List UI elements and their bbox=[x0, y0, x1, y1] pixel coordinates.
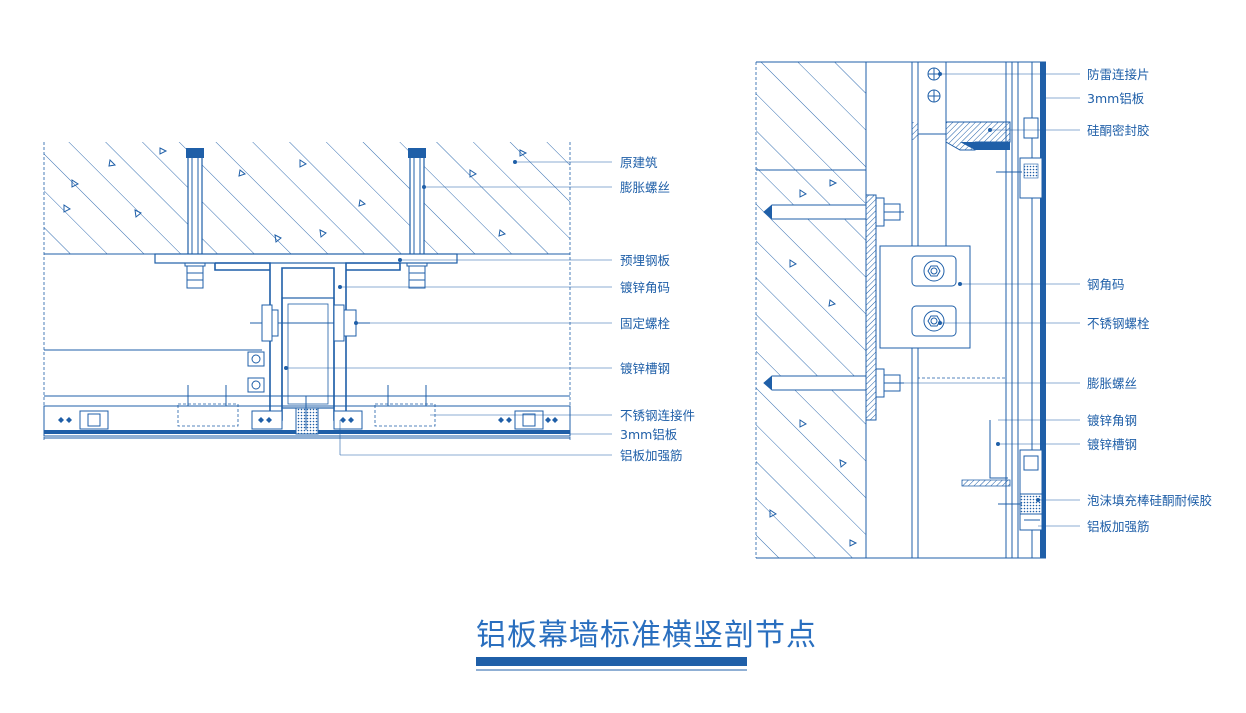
label-galvanized-channel-right: 镀锌槽钢 bbox=[1087, 437, 1137, 452]
label-panel-stiffener: 铝板加强筋 bbox=[620, 448, 683, 463]
label-foam-rod-sealant: 泡沫填充棒硅酮耐候胶 bbox=[1087, 493, 1212, 508]
label-expansion-bolt-right: 膨胀螺丝 bbox=[1087, 376, 1137, 391]
label-aluminum-panel-right: 3mm铝板 bbox=[1087, 91, 1145, 106]
horizontal-section-detail: 原建筑 膨胀螺丝 预埋钢板 镀锌角码 固定螺栓 镀锌槽钢 不锈钢连接件 3mm铝… bbox=[43, 142, 695, 463]
lower-panel-joint bbox=[961, 420, 1043, 531]
label-panel-stiffener-right: 铝板加强筋 bbox=[1087, 519, 1150, 534]
label-galvanized-angle-right: 镀锌角钢 bbox=[1087, 413, 1137, 428]
aluminum-panel-vertical bbox=[1040, 62, 1046, 558]
expansion-bolt-upper bbox=[763, 197, 904, 227]
label-aluminum-panel: 3mm铝板 bbox=[620, 427, 678, 442]
label-silicone-sealant: 硅酮密封胶 bbox=[1087, 123, 1150, 138]
lower-concrete bbox=[756, 170, 866, 558]
right-leader-lines bbox=[900, 73, 1080, 527]
wall-mounting-plate bbox=[865, 194, 877, 421]
title-underline-bar bbox=[476, 657, 747, 666]
expansion-bolt-lower bbox=[763, 368, 904, 398]
label-galvanized-channel: 镀锌槽钢 bbox=[620, 361, 670, 376]
vertical-section-detail: 防雷连接片 3mm铝板 硅酮密封胶 钢角码 不锈钢螺栓 膨胀螺丝 镀锌角钢 镀锌… bbox=[755, 61, 1212, 559]
label-expansion-bolt: 膨胀螺丝 bbox=[620, 180, 670, 195]
anchor-bolt-left bbox=[184, 148, 206, 289]
label-fixing-bolt: 固定螺栓 bbox=[620, 316, 671, 331]
aggregate-marks bbox=[63, 147, 528, 243]
lightning-plate-bolts bbox=[927, 67, 941, 103]
label-embedded-plate: 预埋钢板 bbox=[620, 253, 671, 268]
nut-blocks bbox=[247, 351, 265, 393]
label-lightning-plate: 防雷连接片 bbox=[1087, 67, 1150, 82]
embedded-steel-plate bbox=[154, 253, 458, 264]
label-stainless-connector: 不锈钢连接件 bbox=[620, 408, 695, 423]
label-stainless-bolt: 不锈钢螺栓 bbox=[1087, 316, 1150, 331]
anchor-bolt-right bbox=[406, 148, 428, 289]
label-galvanized-angle: 镀锌角码 bbox=[620, 280, 670, 295]
drawing-title: 铝板幕墙标准横竖剖节点 bbox=[476, 618, 817, 653]
concrete-wall bbox=[44, 142, 570, 254]
stainless-bolt-lower bbox=[911, 305, 957, 337]
label-steel-bracket: 钢角码 bbox=[1087, 277, 1125, 292]
upper-concrete bbox=[756, 62, 866, 170]
label-original-building: 原建筑 bbox=[620, 155, 658, 170]
aluminum-panel-band bbox=[43, 385, 571, 439]
silicone-sealant-top bbox=[912, 117, 1043, 199]
stainless-bolt-upper bbox=[911, 255, 957, 287]
fixing-bolt bbox=[250, 304, 370, 342]
left-leader-lines bbox=[286, 161, 612, 456]
galvanized-channel bbox=[281, 297, 335, 409]
